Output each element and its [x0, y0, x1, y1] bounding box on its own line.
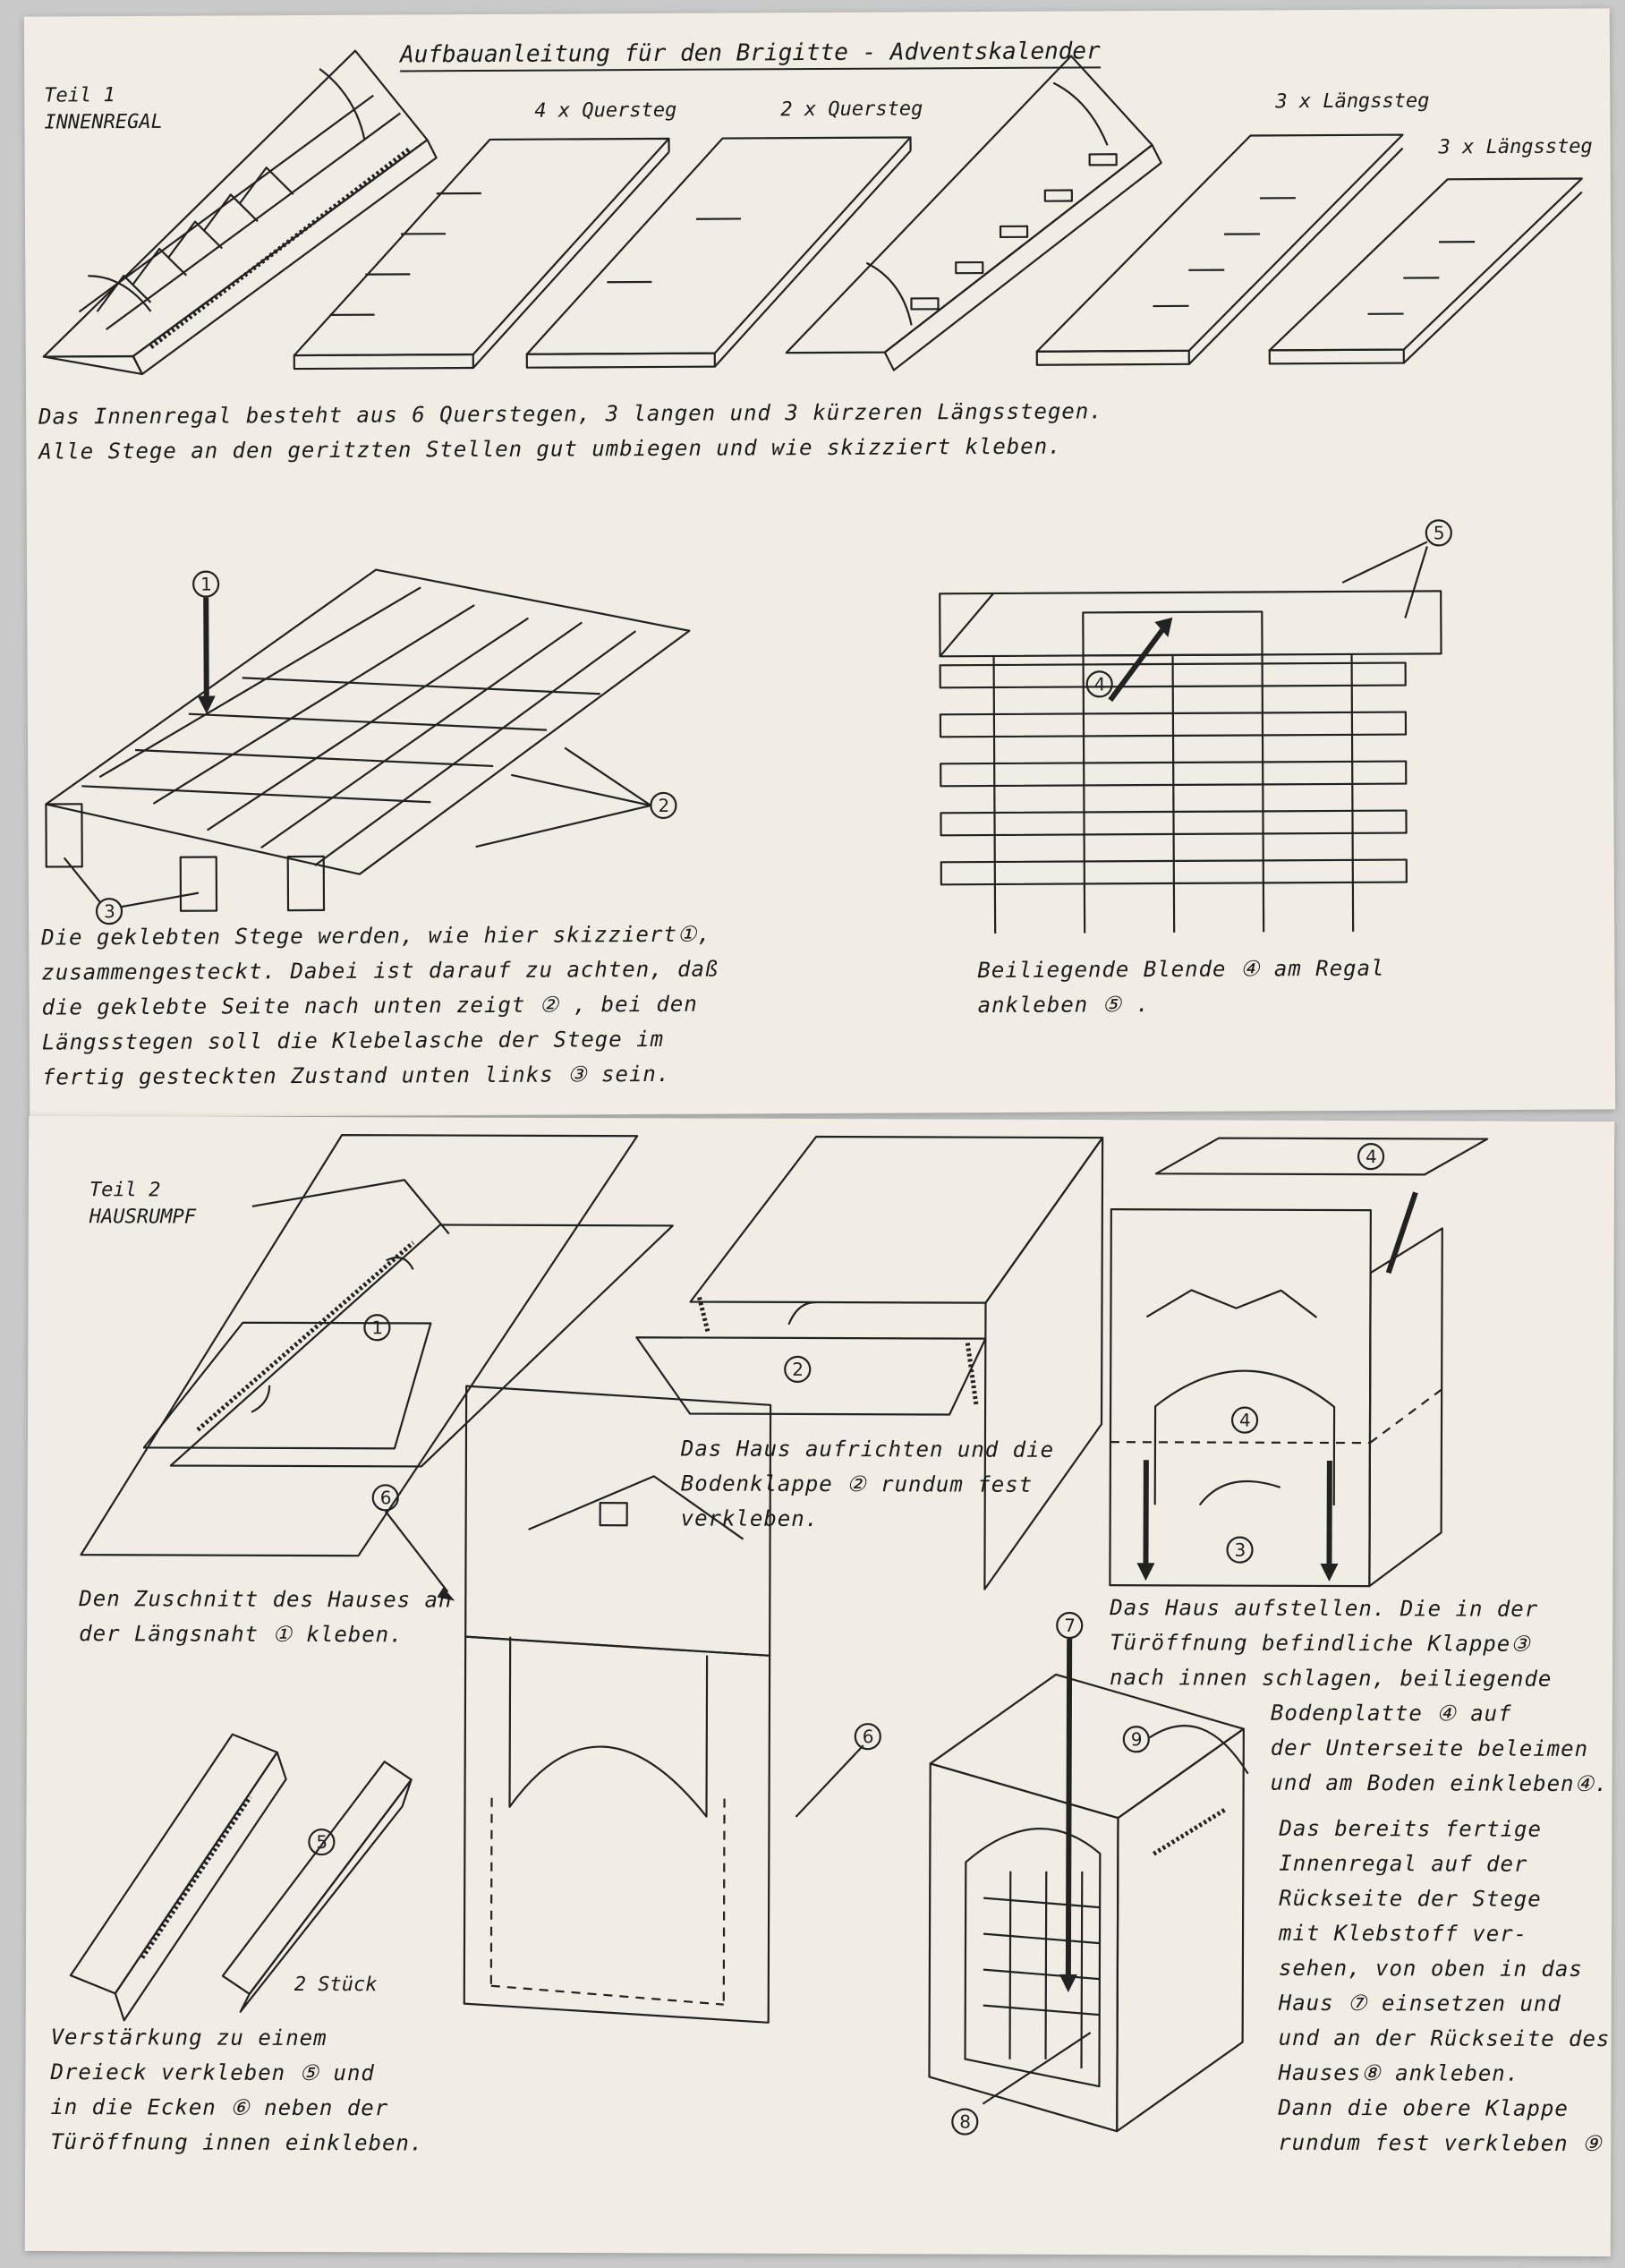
quersteg-4-plate — [293, 137, 670, 371]
two-pieces-label: 2 Stück — [294, 1973, 378, 1997]
part1-step-left-text: Die geklebten Stege werden, wie hier ski… — [41, 921, 719, 1090]
part2-step-floor-text2: Bodenplatte ④ auf der Unterseite beleime… — [1270, 1700, 1609, 1797]
svg-text:5: 5 — [316, 1831, 328, 1853]
folding-laengssteg-illustration — [785, 55, 1162, 371]
house-with-shelf-illustration: 7 9 8 — [928, 1611, 1249, 2136]
svg-text:5: 5 — [1434, 522, 1445, 543]
instruction-sheet-part2: Teil 2 HAUSRUMPF 1 2 — [24, 1115, 1615, 2257]
svg-text:6: 6 — [863, 1726, 874, 1747]
shelf-grid-assembly: 1 2 3 — [45, 568, 691, 925]
svg-text:1: 1 — [200, 574, 212, 595]
part2-illustrations: 1 2 4 4 3 — [69, 1134, 1489, 2136]
svg-text:8: 8 — [959, 2111, 971, 2133]
part2-step-triangle-text: Verstärkung zu einem Dreieck verkleben ⑤… — [50, 2025, 424, 2156]
svg-text:4: 4 — [1094, 673, 1106, 695]
part2-step-seam-text: Den Zuschnitt des Hauses an der Längsnah… — [79, 1586, 453, 1648]
part2-step-floor-text: Das Haus aufstellen. Die in der Türöffnu… — [1109, 1595, 1553, 1692]
laengssteg-plate-b — [1268, 177, 1583, 365]
shelf-front-assembly: 4 5 — [939, 519, 1452, 934]
instruction-sheet-part1: Aufbauanleitung für den Brigitte - Adven… — [23, 8, 1616, 1118]
house-cut-seam-illustration: 1 — [80, 1134, 674, 1557]
house-floor-illustration: 4 4 3 — [1109, 1137, 1489, 1588]
part2-step-raise-text: Das Haus aufrichten und die Bodenklappe … — [680, 1436, 1055, 1531]
svg-text:3: 3 — [1234, 1539, 1246, 1561]
triangle-reinforcement-illustration: 5 — [69, 1733, 413, 2022]
house-door-corners-illustration: 6 6 — [371, 1385, 881, 2024]
svg-text:3: 3 — [104, 900, 115, 922]
folding-quersteg-illustration — [42, 49, 438, 376]
svg-text:2: 2 — [792, 1359, 804, 1380]
svg-text:4: 4 — [1239, 1410, 1251, 1431]
svg-text:9: 9 — [1131, 1728, 1143, 1750]
part1-step-right-text: Beiliegende Blende ④ am Regal ankleben ⑤… — [977, 955, 1385, 1019]
svg-text:4: 4 — [1366, 1146, 1377, 1167]
part1-intro-text: Das Innenregal besteht aus 6 Querstegen,… — [38, 398, 1103, 465]
part2-step-shelf-text: Das bereits fertige Innenregal auf der R… — [1278, 1815, 1611, 2157]
laengssteg-plate-a — [1035, 133, 1404, 366]
svg-text:6: 6 — [380, 1487, 392, 1508]
house-raise-illustration: 2 — [635, 1135, 1104, 1590]
svg-text:1: 1 — [371, 1317, 383, 1338]
quersteg-2-plate — [525, 136, 912, 369]
svg-text:2: 2 — [658, 795, 669, 816]
part1-illustrations: 1 2 3 4 5 — [42, 49, 1583, 934]
svg-text:7: 7 — [1064, 1615, 1076, 1636]
